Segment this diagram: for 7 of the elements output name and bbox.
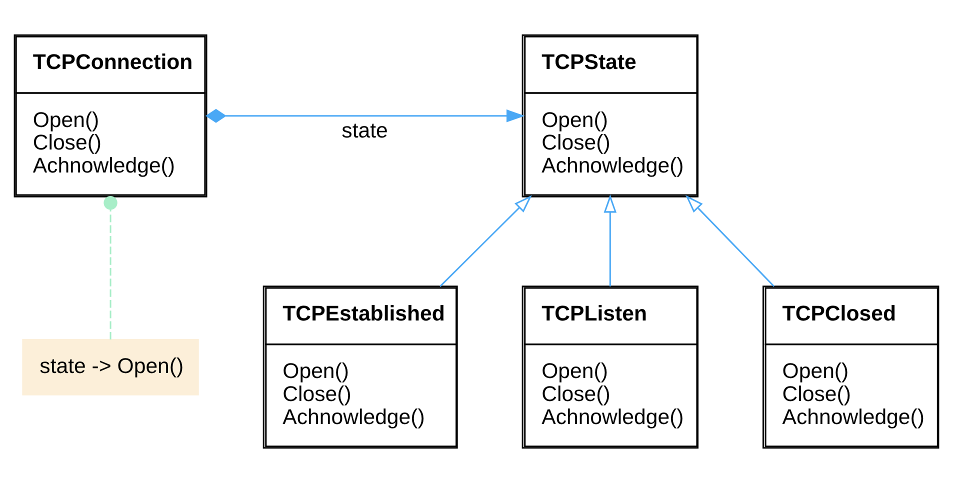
arrow	[205, 108, 525, 122]
connector	[104, 196, 118, 340]
arrow	[604, 194, 617, 286]
arrow	[440, 194, 532, 286]
edge-label: state	[342, 118, 388, 142]
node-box: state -> Open()	[22, 338, 199, 395]
arrow	[685, 194, 775, 286]
